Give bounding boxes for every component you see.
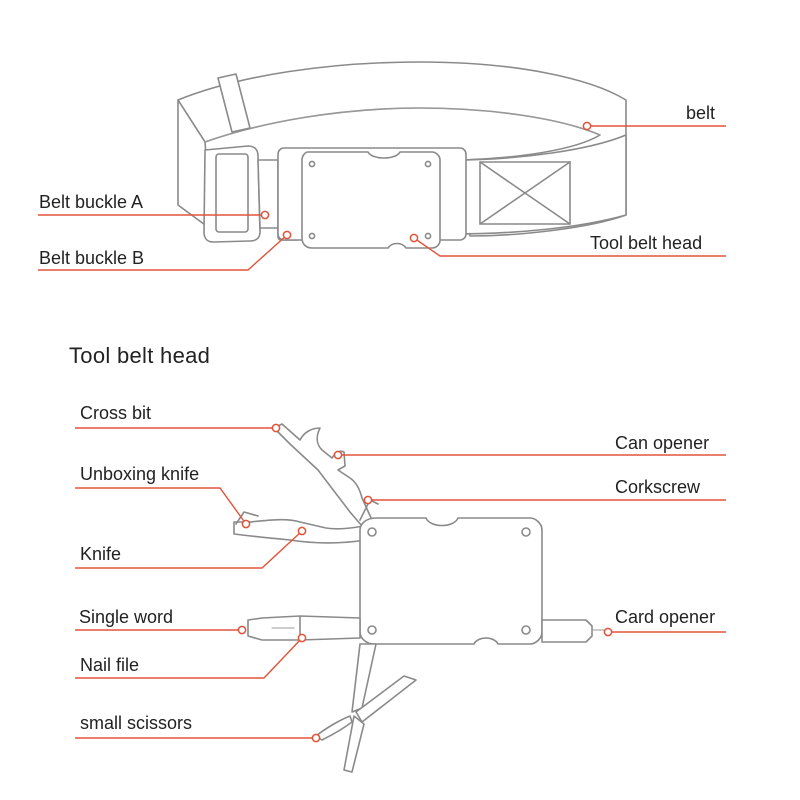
label-belt-buckle-b: Belt buckle B: [39, 248, 145, 268]
cross-bit-tool: [273, 423, 373, 527]
unboxing-knife-tool: [235, 511, 259, 525]
belt-xbox-patch: [479, 161, 571, 225]
belt-strap-right: [451, 134, 627, 235]
tool-card-body: [359, 517, 543, 645]
tool-belt-head-card: [301, 151, 441, 249]
section-title: Tool belt head: [69, 343, 211, 368]
belt-keeper-loop: [217, 73, 251, 133]
label-tool-belt-head: Tool belt head: [590, 233, 703, 253]
label-unboxing-knife: Unboxing knife: [80, 464, 200, 484]
card-opener-tool: [541, 619, 593, 643]
nail-file-tool: [247, 615, 361, 641]
label-single-word: Single word: [79, 607, 174, 627]
label-knife: Knife: [80, 544, 122, 564]
label-belt: belt: [686, 103, 716, 123]
scissors-tool: [315, 643, 417, 773]
label-can-opener: Can opener: [615, 433, 710, 453]
label-cross-bit: Cross bit: [80, 403, 152, 423]
label-nail-file: Nail file: [80, 655, 140, 675]
label-corkscrew: Corkscrew: [615, 477, 701, 497]
label-small-scissors: small scissors: [80, 713, 193, 733]
label-belt-buckle-a: Belt buckle A: [39, 192, 144, 212]
belt-illustration: [177, 61, 627, 249]
tool-head-illustration: [233, 423, 607, 773]
label-card-opener: Card opener: [615, 607, 716, 627]
leader-lines: [38, 121, 726, 743]
